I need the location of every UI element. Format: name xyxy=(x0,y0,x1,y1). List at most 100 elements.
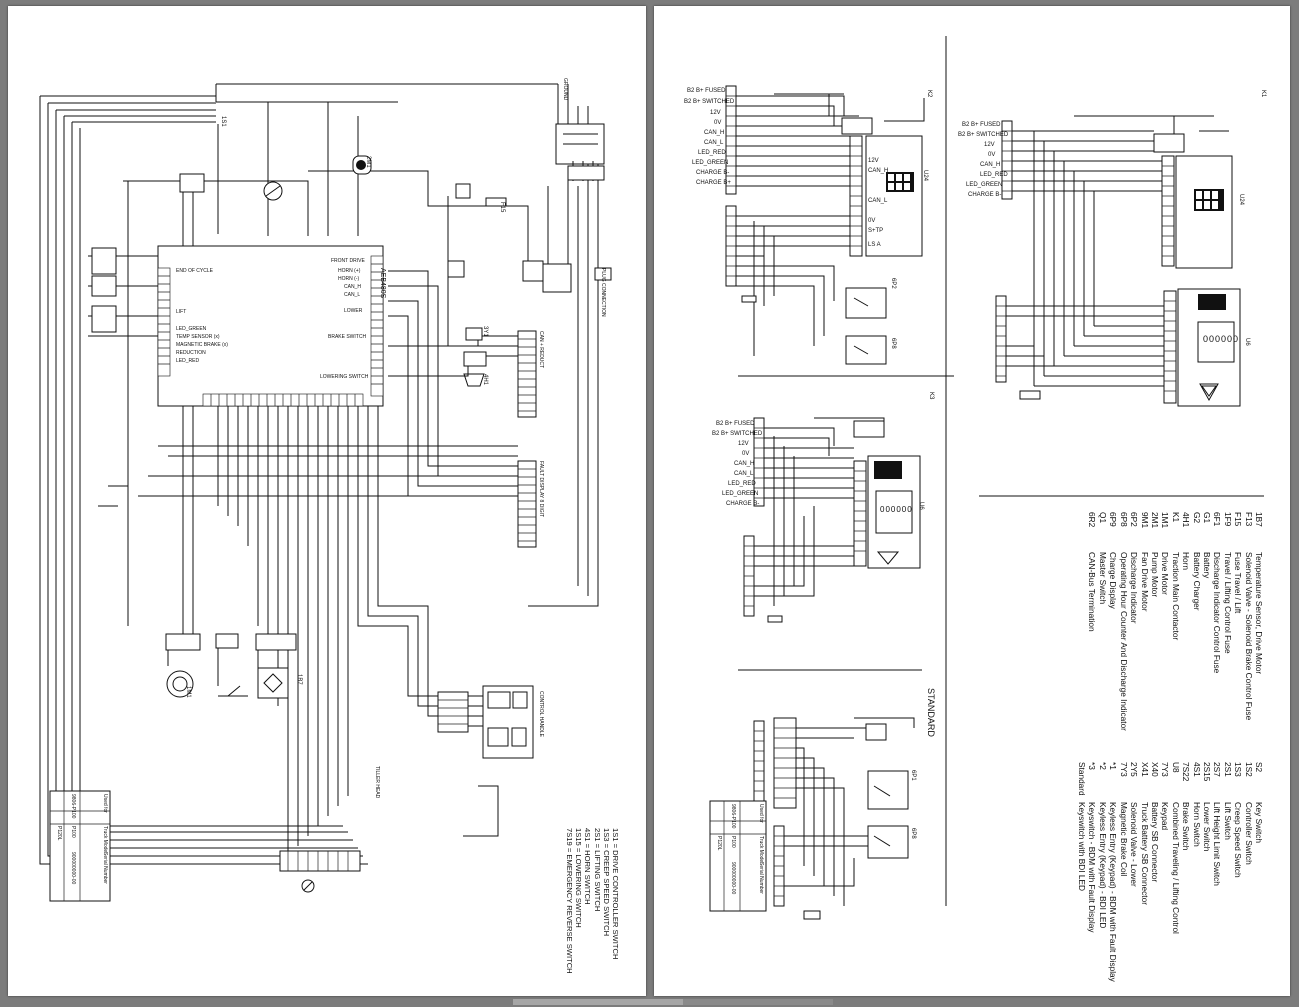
legend-code: K1 xyxy=(1170,512,1181,523)
label-k1-b2-fused: B2 B+ FUSED xyxy=(962,122,1001,128)
legend-desc: Operating Hour Counter And Discharge Ind… xyxy=(1118,552,1129,731)
label-k1-0v: 0V xyxy=(988,152,996,158)
panel-id-k1: K1 xyxy=(1260,90,1266,98)
r-title-truck: Truck Model xyxy=(758,836,764,864)
comp-6p8-std: 6P8 xyxy=(910,828,916,839)
tag-can-reduct: CAN + REDUCT xyxy=(538,331,544,369)
legend-code: 6F1 xyxy=(1212,512,1223,527)
scrollbar-thumb[interactable] xyxy=(513,999,683,1005)
left-wiring-svg xyxy=(39,83,612,902)
comp-u6: U6 xyxy=(918,502,924,510)
terminal-block-2 xyxy=(517,460,537,548)
label-k3-led-red: LED_RED xyxy=(728,481,756,487)
label-k3-can-l: CAN_L xyxy=(734,471,754,477)
pin-can-l: CAN_L xyxy=(868,198,888,204)
right-wiring-svg xyxy=(709,36,1264,920)
legend-desc: Controller Switch xyxy=(1243,802,1254,865)
legend-desc: Keypad xyxy=(1160,802,1171,831)
bottom-components xyxy=(165,633,361,893)
legend-code: 9M1 xyxy=(1139,512,1150,529)
legend-desc: CAN-Bus Termination xyxy=(1087,552,1098,632)
label-led-red: LED_RED xyxy=(698,150,726,156)
legend-desc: Keyless Entry (Keypad) - BDM with Fault … xyxy=(1108,802,1119,982)
controller-label: AEB480S xyxy=(379,268,386,299)
comp-u6-k1: U6 xyxy=(1244,338,1250,346)
label-b2-switched: B2 B+ SWITCHED xyxy=(684,99,735,105)
legend-line: 7S19 = EMERGENCY REVERSE SWITCH xyxy=(564,828,574,974)
legend-code: G2 xyxy=(1191,512,1202,524)
legend-line: 4S1 = HORN SWITCH xyxy=(583,828,593,905)
tag-control-handle: CONTROL HANDLE xyxy=(538,691,544,737)
legend-code: F15 xyxy=(1233,512,1244,527)
legend-desc: Battery xyxy=(1201,552,1212,579)
legend-code: *2 xyxy=(1097,762,1108,770)
terminal-block-1 xyxy=(517,330,537,418)
legend-desc: Key Switch xyxy=(1254,802,1264,844)
output-can-l: CAN_L xyxy=(344,292,361,298)
legend-desc: Fan Drive Motor xyxy=(1139,552,1150,612)
legend-desc: Brake Switch xyxy=(1181,802,1192,851)
label-k1-b2-switched: B2 B+ SWITCHED xyxy=(958,132,1009,138)
label-k1-12v: 12V xyxy=(984,142,995,148)
label-k1-charge: CHARGE B- xyxy=(968,192,1002,198)
legend-desc: Magnetic Brake Coil xyxy=(1118,802,1129,877)
label-k1-led-red: LED_RED xyxy=(980,172,1008,178)
r-title-used: Used for xyxy=(758,804,764,823)
legend-desc: Fuse Travel / Lift xyxy=(1233,552,1244,614)
pin-stp: S+TP xyxy=(868,228,884,234)
label-charge-plus: CHARGE B+ xyxy=(696,180,731,186)
input-reduction: REDUCTION xyxy=(176,350,206,356)
standard-label: STANDARD xyxy=(926,688,936,737)
legend-desc: Pump Motor xyxy=(1149,552,1160,598)
legend-desc: Traction Main Contactor xyxy=(1170,552,1181,641)
label-k3-0v: 0V xyxy=(742,451,750,457)
horizontal-scrollbar[interactable] xyxy=(513,999,833,1005)
legend-line: 1S15 = LOWERING SWITCH xyxy=(574,828,584,928)
label-k3-12v: 12V xyxy=(738,441,749,447)
legend-code: 6R2 xyxy=(1087,512,1098,528)
legend-desc: Lift Switch xyxy=(1222,802,1233,840)
input-temp-sensor: TEMP SENSOR (x) xyxy=(176,334,220,340)
comp-6p2: 6P2 xyxy=(890,278,896,289)
digit-display-k3: 000000 xyxy=(880,505,913,514)
output-lower: LOWER xyxy=(344,308,363,314)
legend-code: 7S22 xyxy=(1181,762,1192,782)
label-k1-led-green: LED_GREEN xyxy=(966,182,1003,188)
legend-desc: Battery Charger xyxy=(1191,552,1202,611)
legend-code: U8 xyxy=(1170,762,1181,773)
legend-desc: Battery SB Connector xyxy=(1149,802,1160,883)
title-serial-number: Serial Number xyxy=(102,852,108,884)
top-components xyxy=(91,155,612,333)
legend-code: Q1 xyxy=(1097,512,1108,524)
label-k3-b2-fused: B2 B+ FUSED xyxy=(716,421,755,427)
legend-code: 7Y3 xyxy=(1160,762,1171,777)
tag-motor: 1M1 xyxy=(185,686,191,698)
legend-code: 1S2 xyxy=(1243,762,1254,777)
output-can-h: CAN_H xyxy=(344,284,361,290)
legend-code: 1S3 xyxy=(1233,762,1244,777)
comp-u24: U24 xyxy=(922,170,928,182)
right-title-block xyxy=(709,800,767,912)
legend-desc: Charge Display xyxy=(1108,552,1119,609)
digit-display-k1: 000000 xyxy=(1203,334,1240,344)
label-12v: 12V xyxy=(710,110,721,116)
legend-code: 2M1 xyxy=(1149,512,1160,529)
legend-desc: Drive Motor xyxy=(1160,552,1171,595)
pin-12v: 12V xyxy=(868,158,879,164)
controller-bottom-pins xyxy=(202,393,364,407)
